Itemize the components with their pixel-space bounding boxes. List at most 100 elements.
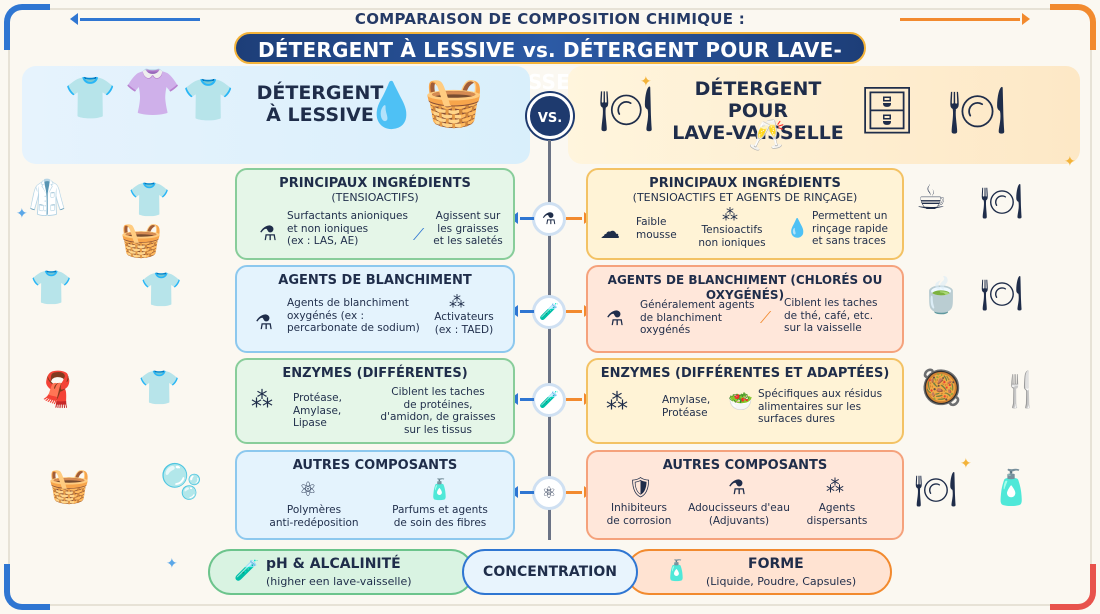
washing-machine-icon: 🫧	[160, 462, 203, 502]
bottle-icon: 🧴	[990, 468, 1033, 508]
item-text: Inhibiteurs	[611, 502, 667, 514]
hub-icon: 🧪	[532, 383, 566, 417]
corner-decoration	[1050, 564, 1096, 610]
glass-icon: 🥂	[748, 118, 786, 153]
laundry-section-enzymes: ENZYMES (DIFFÉRENTES) ⁂ Protéase, Amylas…	[235, 358, 515, 444]
molecule-icon: ⁂	[606, 390, 628, 415]
item-text: non ioniques	[698, 236, 766, 249]
item-text: Ciblent les taches	[784, 297, 878, 309]
item-text: percarbonate de sodium)	[287, 322, 420, 334]
plates-icon: 🍽	[598, 84, 654, 135]
title-line-2: DÉTERGENT À LESSIVE vs. DÉTERGENT POUR L…	[234, 32, 866, 94]
item-text: de blanchiment	[640, 311, 722, 324]
item-text: Permettent un	[812, 210, 888, 222]
page-title: COMPARAISON DE COMPOSITION CHIMIQUE : DÉ…	[234, 10, 866, 94]
stained-plate-icon: 🍽	[980, 274, 1024, 314]
title-arrow-right	[900, 13, 1030, 25]
corner-decoration	[4, 4, 50, 50]
item-text: de thé, café, etc.	[784, 309, 874, 322]
arrow-right	[566, 212, 592, 224]
footer-form-sub: (Liquide, Poudre, Capsules)	[706, 575, 857, 588]
item-text: mousse	[636, 228, 677, 241]
item-text: Parfums et agents	[392, 504, 488, 516]
flask-icon: ⚗	[259, 221, 277, 245]
atom-icon: ⚛	[299, 477, 317, 501]
tshirt-icon: 👚	[124, 65, 182, 119]
tshirt-icon: 👕	[182, 75, 235, 124]
stained-tshirt-icon: 👕	[140, 270, 183, 310]
tshirt-icon: 👕	[64, 73, 117, 122]
arrow-left	[510, 305, 534, 317]
title-line-1: COMPARAISON DE COMPOSITION CHIMIQUE :	[354, 10, 746, 28]
folded-clothes-icon: 🧺	[120, 220, 163, 260]
footer-concentration: CONCENTRATION	[462, 549, 638, 595]
rinse-icon: 💧	[786, 218, 809, 239]
footer-form: 🧴 FORME (Liquide, Poudre, Capsules)	[626, 549, 892, 595]
laundry-section-other: AUTRES COMPOSANTS ⚛ Polymères anti-redép…	[235, 450, 515, 540]
footer-ph: 🧪 pH & ALCALINITÉ (higher een lave-vaiss…	[208, 549, 474, 595]
item-text: Protéase,	[293, 392, 342, 404]
towels-icon: 🧺	[48, 466, 91, 506]
section-title: PRINCIPAUX INGRÉDIENTS	[279, 176, 471, 191]
arrow-left	[510, 212, 534, 224]
stained-tshirt-icon: 👕	[138, 368, 181, 408]
hub-icon: ⚛	[532, 476, 566, 510]
dish-section-ingredients: PRINCIPAUX INGRÉDIENTS (TENSIOACTIFS ET …	[586, 168, 904, 260]
corner-decoration	[1050, 4, 1096, 50]
title-arrow-left	[70, 13, 200, 25]
item-text: oxygénés (ex :	[287, 309, 365, 322]
item-text: et sans traces	[812, 235, 886, 247]
item-text: et les saletés	[433, 235, 503, 247]
vs-badge: VS.	[527, 93, 573, 139]
item-text: dispersants	[806, 514, 868, 527]
section-title: AGENTS DE BLANCHIMENT (CHLORÉS OU OXYGÉN…	[607, 273, 883, 302]
section-title: ENZYMES (DIFFÉRENTES ET ADAPTÉES)	[600, 366, 890, 381]
item-text: Protéase	[662, 406, 708, 419]
test-tube-icon: 🧪	[234, 558, 259, 582]
footer-ph-title: pH & ALCALINITÉ	[266, 556, 401, 572]
dish-section-bleach: AGENTS DE BLANCHIMENT (CHLORÉS OU OXYGÉN…	[586, 265, 904, 353]
item-text: de soin des fibres	[393, 516, 487, 529]
item-text: surfaces dures	[758, 413, 835, 425]
shield-icon: 🛡	[628, 475, 654, 499]
bottle-icon: 🧴	[664, 558, 689, 582]
item-text: (Adjuvants)	[708, 514, 770, 527]
section-subtitle: (TENSIOACTIFS)	[331, 191, 419, 204]
sparkle-icon: ✦	[960, 456, 972, 472]
hub-icon: 🧪	[532, 295, 566, 329]
flask-icon: ⚗	[606, 306, 624, 330]
sparkle-icon: ✦	[166, 556, 178, 572]
hub-icon: ⚗	[532, 202, 566, 236]
laundry-section-ingredients: PRINCIPAUX INGRÉDIENTS (TENSIOACTIFS) ⚗ …	[235, 168, 515, 260]
item-text: Spécifiques aux résidus	[758, 388, 883, 400]
item-text: sur la vaisselle	[784, 322, 862, 334]
water-drop-icon: 💧	[364, 80, 419, 131]
arrow-left	[510, 393, 534, 405]
section-title: PRINCIPAUX INGRÉDIENTS	[649, 176, 841, 191]
molecule-icon: ⁂	[449, 292, 465, 311]
section-title: AUTRES COMPOSANTS	[292, 458, 458, 473]
dish-rack-icon: 🍽	[948, 83, 1007, 137]
item-text: Lipase	[293, 417, 327, 429]
dishwasher-title-line-1: DÉTERGENT POUR	[694, 78, 822, 122]
item-text: Activateurs	[434, 311, 494, 323]
item-text: Surfactants anioniques	[287, 210, 408, 222]
plate-icon: 🍽	[914, 470, 958, 510]
brush-icon: ⟋	[760, 308, 772, 327]
item-text: de protéines,	[403, 398, 473, 411]
footer-ph-sub: (higher een lave-vaisselle)	[266, 575, 412, 588]
washing-machine-icon: 🧺	[424, 74, 484, 130]
item-text: anti-redéposition	[269, 516, 359, 529]
section-title: ENZYMES (DIFFÉRENTES)	[282, 366, 468, 381]
cutlery-icon: 🍴	[1000, 370, 1043, 410]
arrow-right	[566, 486, 592, 498]
item-text: oxygénés	[640, 324, 691, 336]
item-text: et non ioniques	[287, 222, 369, 235]
dirty-plate-icon: 🥘	[920, 368, 963, 408]
arrow-left	[510, 486, 534, 498]
item-text: d'amidon, de graisses	[380, 411, 496, 423]
sparkle-icon: ✦	[640, 74, 652, 90]
perfume-icon: 🧴	[427, 477, 452, 501]
molecule-icon: ⁂	[826, 476, 844, 497]
shirt-icon: 🥼	[26, 178, 69, 218]
